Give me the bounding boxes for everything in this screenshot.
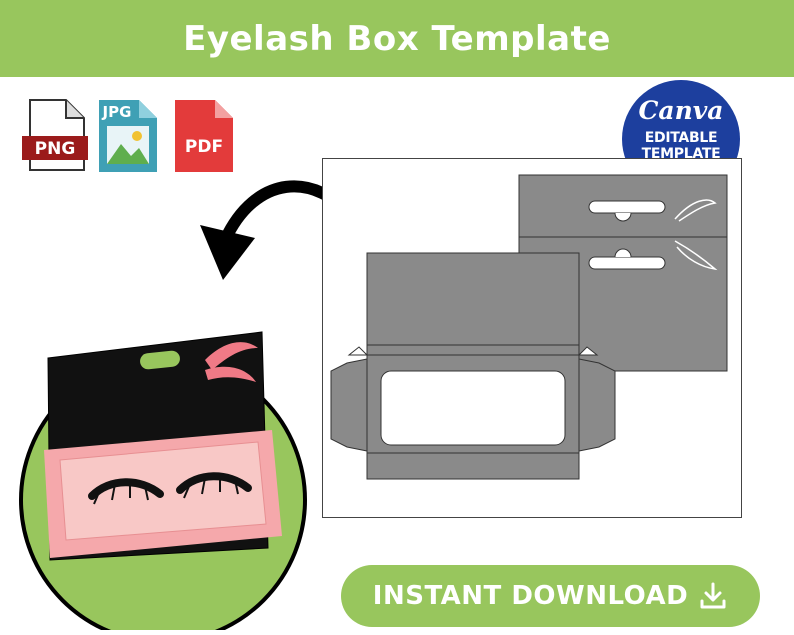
instant-download-button[interactable]: INSTANT DOWNLOAD: [341, 565, 760, 627]
pdf-file-icon: PDF: [175, 100, 233, 172]
dieline-drawing: [330, 174, 728, 480]
badge-line-editable: EDITABLE: [644, 130, 718, 146]
eyelash-box-mockup: [19, 331, 307, 630]
png-file-icon: PNG: [22, 99, 88, 171]
jpg-file-icon: JPG: [99, 100, 157, 172]
page-title: Eyelash Box Template: [183, 18, 611, 59]
template-preview: [322, 158, 742, 518]
canva-logo: Canva: [638, 96, 724, 125]
download-label: INSTANT DOWNLOAD: [372, 581, 689, 611]
png-label: PNG: [35, 139, 76, 159]
jpg-label: JPG: [102, 103, 132, 121]
pdf-label: PDF: [185, 137, 223, 157]
download-icon: [700, 582, 726, 609]
header-banner: Eyelash Box Template: [0, 0, 794, 77]
